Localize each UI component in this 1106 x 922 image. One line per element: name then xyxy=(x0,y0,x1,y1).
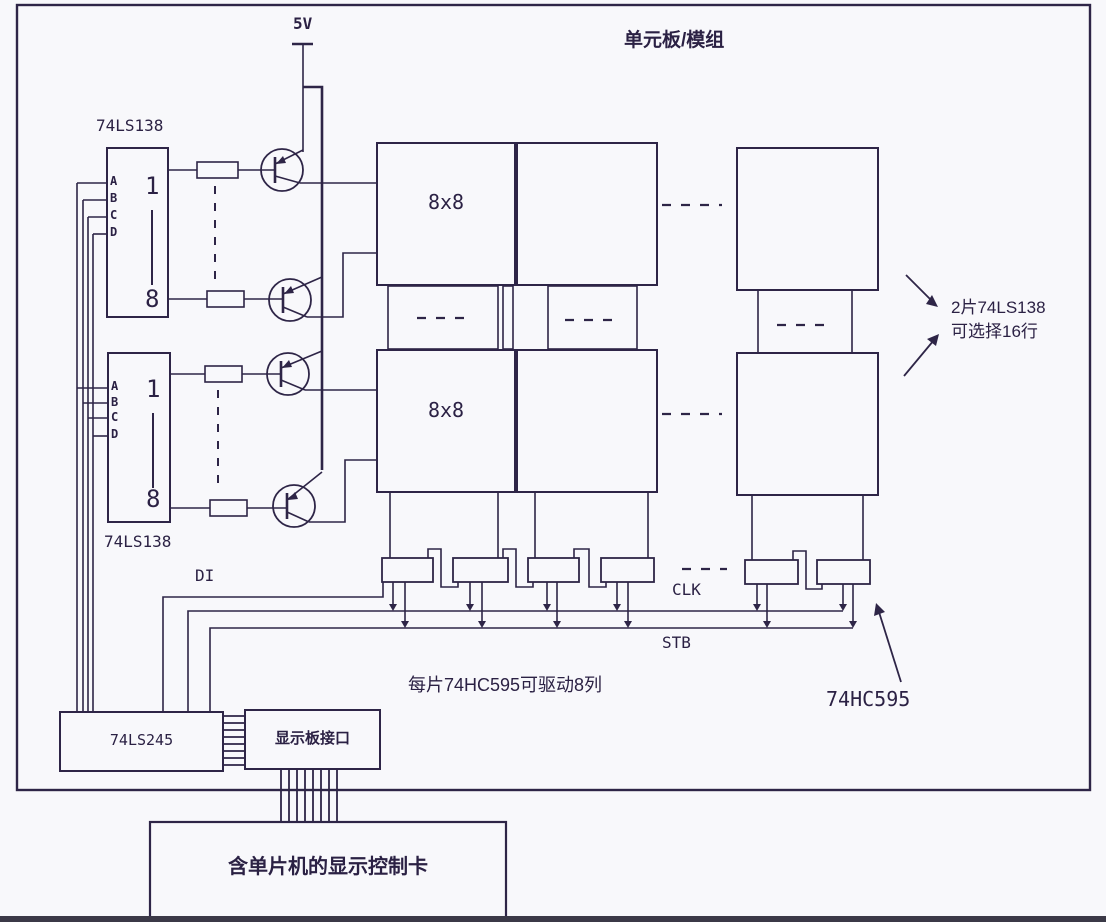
decoder-output-1: 1 xyxy=(145,172,160,200)
decoder-input-c: C xyxy=(110,208,118,222)
shift-register-74hc595 xyxy=(600,557,655,583)
row-driver-4 xyxy=(170,459,377,528)
matrix-label-bottom: 8x8 xyxy=(427,398,465,422)
clk-label: CLK xyxy=(672,580,701,599)
bottom-edge-strip xyxy=(0,916,1106,922)
matrix-label-top: 8x8 xyxy=(427,190,465,214)
matrix-block-8x8 xyxy=(376,349,516,493)
resistor xyxy=(204,365,243,383)
buffer-chip-74ls245 xyxy=(59,711,224,772)
resistor xyxy=(206,290,245,308)
matrix-block-8x8 xyxy=(736,352,879,496)
control-card-label: 含单片机的显示控制卡 xyxy=(228,856,428,878)
stb-label: STB xyxy=(662,633,691,652)
decoder-output-1: 1 xyxy=(146,375,161,403)
annotation-arrow-74hc595 xyxy=(874,603,902,683)
buffer-to-interface-bus xyxy=(223,715,245,766)
matrix-block-8x8 xyxy=(736,147,879,291)
module-border xyxy=(15,3,1092,792)
decoder-output-8: 8 xyxy=(146,485,161,513)
decoder-input-a: A xyxy=(110,174,118,188)
pnp-transistor xyxy=(266,352,310,396)
decoder-output-8: 8 xyxy=(145,285,160,313)
power-5v-rail xyxy=(292,42,324,470)
row-select-note-line2: 可选择16行 xyxy=(951,322,1038,341)
decoder-input-b: B xyxy=(110,191,118,205)
stb-bus xyxy=(209,582,857,712)
pnp-transistor xyxy=(268,278,312,322)
row-decoder-chip-top xyxy=(106,147,169,318)
decoder-input-d: D xyxy=(110,225,118,239)
column-drive-note: 每片74HC595可驱动8列 xyxy=(408,675,603,695)
shift-register-74hc595 xyxy=(527,557,580,583)
row-driver-1 xyxy=(168,148,377,192)
matrix-row-connectors xyxy=(387,285,853,354)
shift-register-74hc595 xyxy=(744,559,799,585)
resistor xyxy=(196,161,239,179)
continuation-dashes xyxy=(417,203,832,571)
shift-register-label: 74HC595 xyxy=(826,687,911,711)
row-driver-2 xyxy=(168,252,377,322)
module-title: 单元板/模组 xyxy=(624,30,725,51)
display-interface-label: 显示板接口 xyxy=(274,730,350,747)
shift-register-74hc595 xyxy=(816,559,871,585)
row-select-bus xyxy=(76,182,108,712)
shift-register-74hc595 xyxy=(381,557,434,583)
buffer-chip-label: 74LS245 xyxy=(109,731,174,749)
decoder-input-a: A xyxy=(111,379,119,393)
power-label: 5V xyxy=(293,14,313,33)
cascade-links xyxy=(427,548,823,590)
matrix-block-8x8 xyxy=(516,349,658,493)
pnp-transistor xyxy=(260,148,304,192)
shift-register-chips xyxy=(381,557,871,585)
row-decoder-chip-bottom xyxy=(107,352,171,523)
decoder-input-b: B xyxy=(111,395,119,409)
clk-bus xyxy=(187,582,847,712)
decoder-label-bottom: 74LS138 xyxy=(104,532,172,551)
decoder-label-top: 74LS138 xyxy=(96,116,164,135)
decoder-input-d: D xyxy=(111,427,119,441)
pnp-transistor xyxy=(272,484,316,528)
resistor xyxy=(209,499,248,517)
row-driver-3 xyxy=(170,350,377,396)
decoder-input-c: C xyxy=(111,410,119,424)
interface-to-card-bus xyxy=(280,769,338,822)
matrix-to-595-wires xyxy=(389,492,864,560)
di-label: DI xyxy=(195,566,215,585)
matrix-block-8x8 xyxy=(516,142,658,286)
shift-register-74hc595 xyxy=(452,557,509,583)
di-line xyxy=(162,582,384,712)
annotation-arrow-row-select-top xyxy=(905,274,938,307)
row-select-note-line1: 2片74LS138 xyxy=(951,298,1046,317)
matrix-block-8x8 xyxy=(376,142,516,286)
annotation-arrow-row-select-bottom xyxy=(903,334,939,377)
